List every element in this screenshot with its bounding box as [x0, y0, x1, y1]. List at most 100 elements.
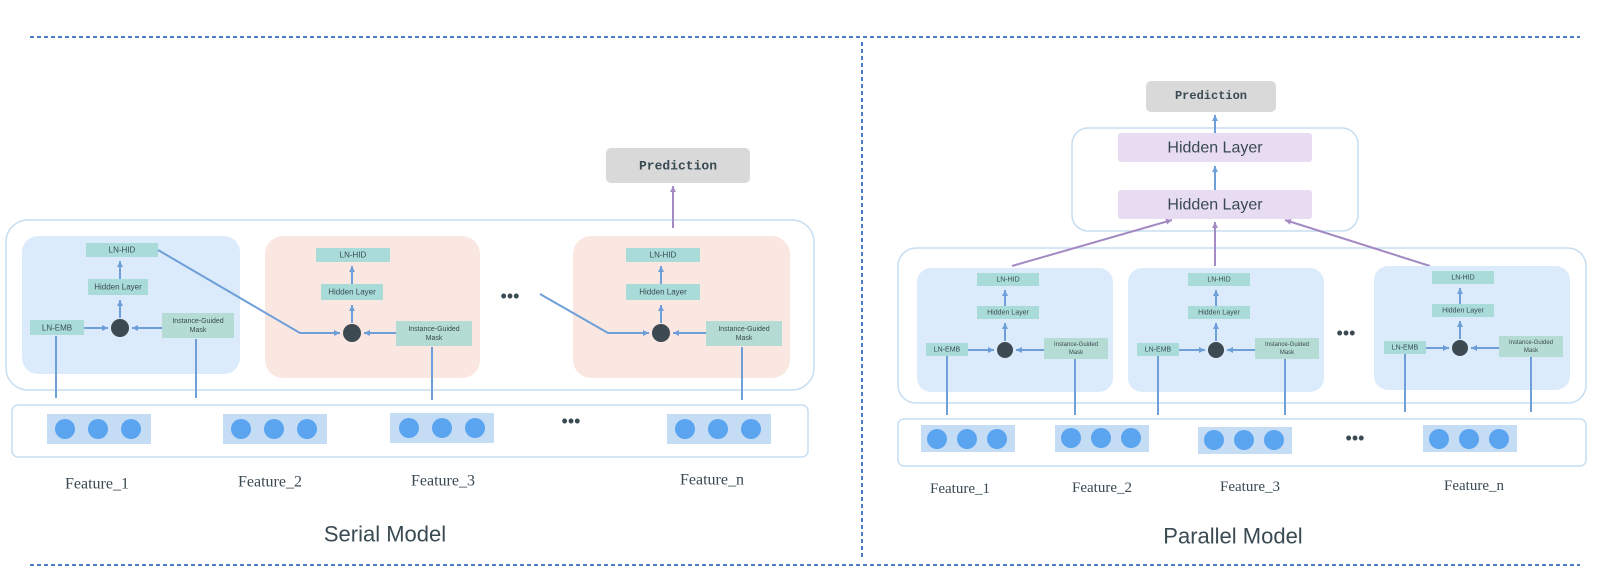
mask-box: [1255, 338, 1319, 359]
feature-embedding-3: [1198, 427, 1292, 454]
parallel-block-3-bg: [1374, 266, 1570, 390]
parallel-block-1: LN-HID Hidden Layer LN-EMB Instance-Guid…: [917, 268, 1113, 392]
hidden-layer-box: [977, 306, 1039, 319]
feature-embedding-2: [1055, 425, 1149, 452]
embedding-dot: [432, 418, 452, 438]
feature-label-n: Feature_n: [1444, 478, 1504, 494]
serial-caption: Serial Model: [324, 522, 446, 547]
embedding-dot: [465, 418, 485, 438]
parallel-feature-row: [897, 418, 1587, 467]
ln-hid-box: [316, 248, 390, 262]
ln-hid-box: [1432, 271, 1494, 284]
feature-label-3: Feature_3: [1220, 479, 1280, 495]
top-hidden-layer-2: [1118, 190, 1312, 219]
feature-embedding-1: [47, 414, 151, 444]
top-hidden-label-2: Hidden Layer: [1167, 197, 1263, 214]
feature-embedding-n: [667, 414, 771, 444]
multiply-icon: [997, 342, 1013, 358]
feature-label-n: Feature_n: [680, 472, 744, 489]
embedding-dot: [88, 419, 108, 439]
embedding-dot: [927, 429, 947, 449]
ln-hid-label: LN-HID: [109, 246, 136, 255]
feature-embedding-3: [390, 413, 494, 443]
ln-hid-box: [626, 248, 700, 262]
parallel-block-2-bg: [1128, 268, 1324, 392]
parallel-block-2: LN-HID Hidden Layer LN-EMB Instance-Guid…: [1128, 268, 1324, 392]
embedding-dot: [231, 419, 251, 439]
embedding-dot: [55, 419, 75, 439]
multiply-icon: [1452, 340, 1468, 356]
multiply-icon: [652, 324, 670, 342]
embedding-dot: [1061, 428, 1081, 448]
hidden-layer-box: [321, 284, 383, 300]
parallel-prediction-label: Prediction: [1175, 89, 1247, 103]
serial-block-ellipsis: •••: [501, 286, 520, 306]
ln-hid-label: LN-HID: [1207, 277, 1230, 284]
embedding-dot: [675, 419, 695, 439]
embedding-dot: [264, 419, 284, 439]
embedding-dot: [741, 419, 761, 439]
ln-emb-label: LN-EMB: [42, 324, 72, 333]
ln-hid-label: LN-HID: [1451, 275, 1474, 282]
mask-box: [706, 321, 782, 346]
purple-arrow: [1284, 218, 1431, 267]
serial-block-1: LN-HID Hidden Layer LN-EMB Instance-Guid…: [22, 236, 240, 374]
embedding-dot: [399, 418, 419, 438]
ln-emb-label: LN-EMB: [934, 347, 961, 354]
ln-emb-box: [1384, 341, 1426, 354]
hidden-layer-label: Hidden Layer: [1442, 308, 1484, 315]
multiply-symbol: ×: [657, 326, 664, 340]
parallel-model: Prediction Hidden Layer Hidden Layer LN-…: [897, 81, 1587, 549]
serial-model: Prediction LN-HID Hidden Layer LN-EMB In…: [5, 148, 815, 547]
ln-hid-box: [1188, 273, 1250, 286]
serial-feature-ellipsis: •••: [562, 411, 581, 431]
hidden-layer-label: Hidden Layer: [987, 310, 1029, 317]
hidden-layer-label: Hidden Layer: [328, 288, 376, 297]
embedding-dot: [121, 419, 141, 439]
parallel-feature-ellipsis: •••: [1346, 428, 1365, 448]
feature-label-1: Feature_1: [65, 476, 129, 493]
hidden-layer-box: [1432, 304, 1494, 317]
multiply-symbol: ×: [1213, 344, 1219, 356]
mask-box: [1499, 336, 1563, 357]
embedding-dot: [1459, 429, 1479, 449]
hidden-layer-label: Hidden Layer: [94, 283, 142, 292]
embedding-dot: [1121, 428, 1141, 448]
hidden-layer-label: Hidden Layer: [1198, 310, 1240, 317]
parallel-block-ellipsis: •••: [1337, 323, 1356, 343]
ln-emb-box: [926, 343, 968, 356]
embedding-dot: [708, 419, 728, 439]
ln-hid-label: LN-HID: [340, 251, 367, 260]
parallel-block-1-bg: [917, 268, 1113, 392]
feature-label-3: Feature_3: [411, 473, 475, 490]
hidden-layer-box: [88, 279, 148, 295]
embedding-dot: [1204, 430, 1224, 450]
feature-embedding-1: [921, 425, 1015, 452]
serial-link-1-2: [157, 249, 340, 336]
serial-outer-container: [5, 219, 815, 391]
hidden-layer-box: [626, 284, 700, 300]
mask-box: [396, 321, 472, 346]
multiply-symbol: ×: [1457, 342, 1463, 354]
multiply-icon: [111, 319, 129, 337]
ln-emb-box: [1137, 343, 1179, 356]
feature-embedding-2: [223, 414, 327, 444]
ln-emb-box: [30, 320, 84, 335]
ln-hid-label: LN-HID: [650, 251, 677, 260]
serial-block-1-bg: [22, 236, 240, 374]
feature-label-2: Feature_2: [1072, 480, 1132, 496]
serial-link-ellipsis-3: [539, 293, 649, 336]
multiply-symbol: ×: [348, 326, 355, 340]
parallel-outer-container: [897, 247, 1587, 404]
mask-box: [1044, 338, 1108, 359]
parallel-block-3: LN-HID Hidden Layer LN-EMB Instance-Guid…: [1374, 266, 1570, 390]
embedding-dot: [297, 419, 317, 439]
